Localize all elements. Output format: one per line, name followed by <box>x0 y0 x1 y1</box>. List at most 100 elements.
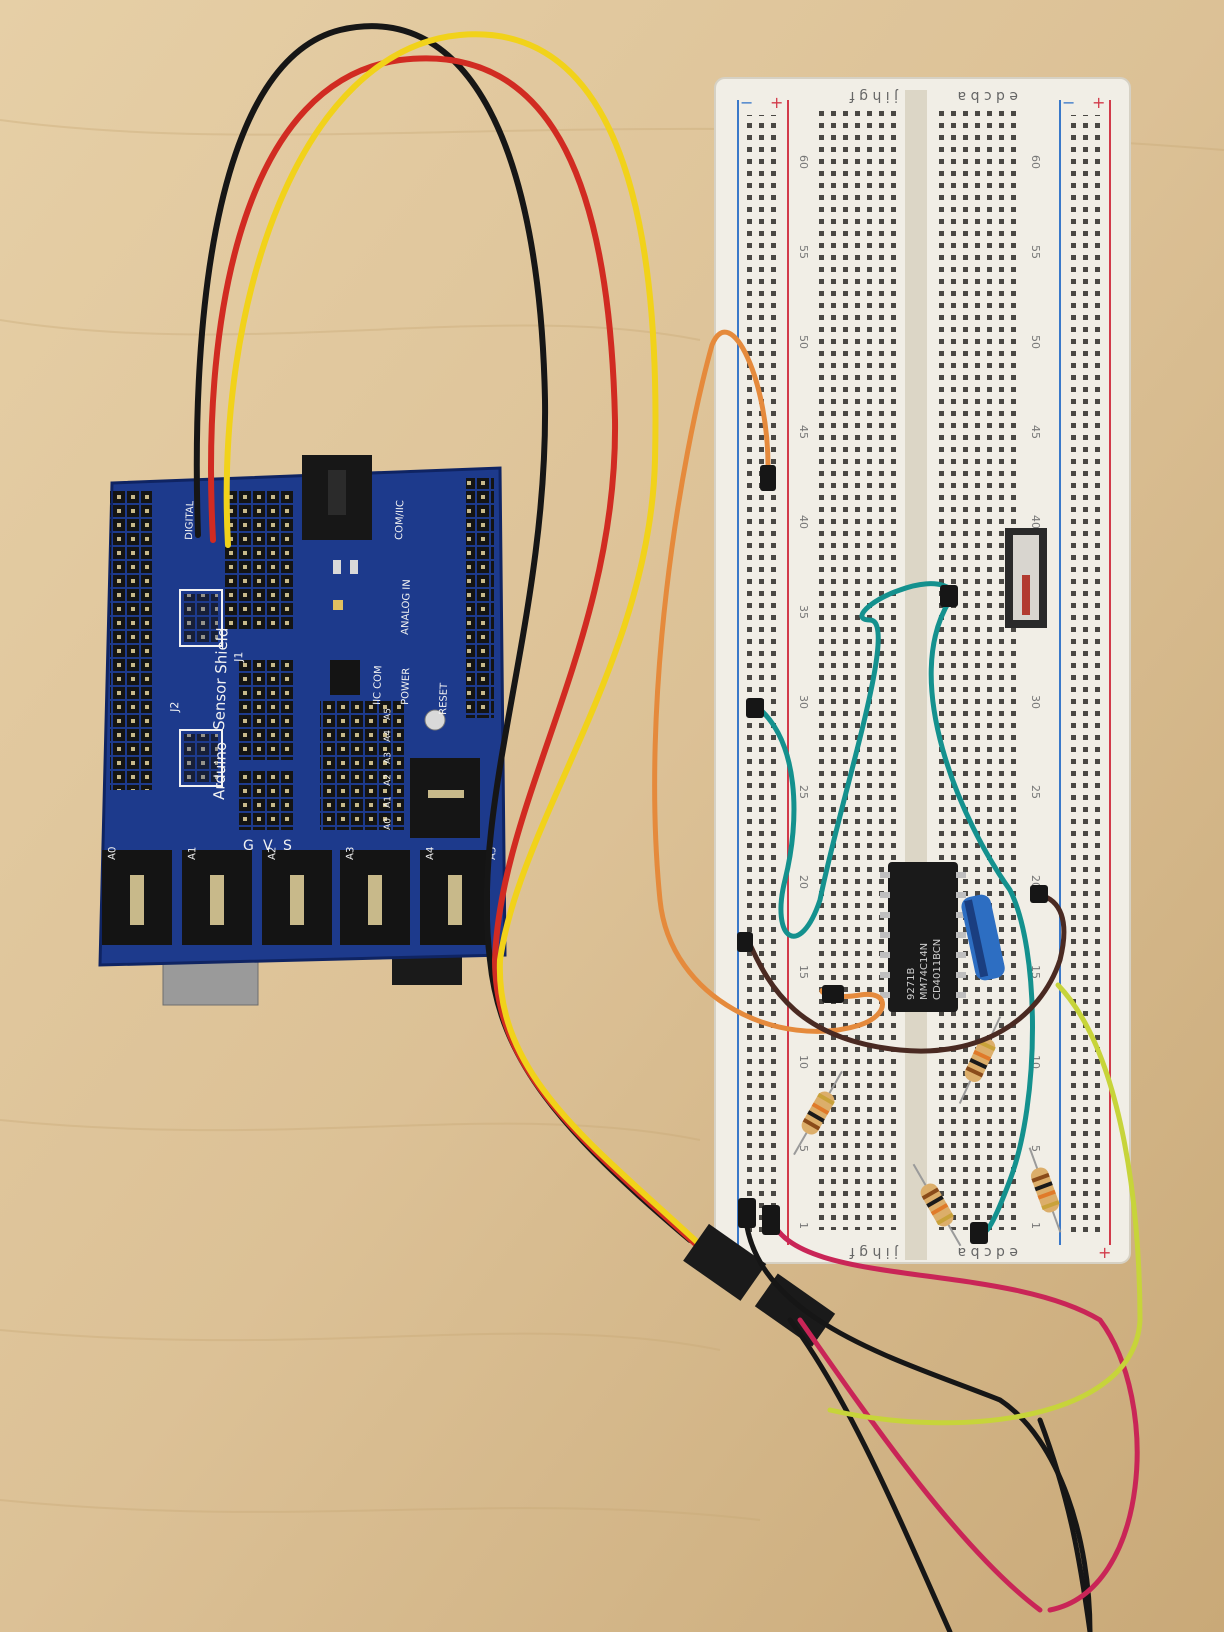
resistors <box>793 1016 1062 1247</box>
com-iic-label: COM/IIC <box>394 500 406 540</box>
port-label: A4 <box>425 847 436 861</box>
j1-label: J1 <box>232 651 245 663</box>
ic-marking-1: CD4011BCN <box>932 939 943 1000</box>
j2-label: J2 <box>168 701 181 713</box>
col-letters-right-bottom: e d c b a <box>958 1244 1018 1260</box>
row-number: 5 <box>797 1145 810 1152</box>
digital-header-left <box>110 490 152 790</box>
gvs-g-label: G <box>243 838 254 854</box>
j1-pins <box>184 594 218 642</box>
analog-pin-label: A0 <box>383 818 393 830</box>
wire-lime-bb <box>827 982 1143 1426</box>
row-number: 55 <box>1029 245 1042 259</box>
resistor <box>793 1070 843 1156</box>
capacitor <box>961 894 1005 981</box>
smd-component <box>350 560 358 574</box>
port-pin <box>290 875 304 925</box>
row-number: 1 <box>1029 1222 1042 1229</box>
row-number: 35 <box>797 605 810 619</box>
gvs-pins-mid <box>238 660 294 760</box>
row-number: 30 <box>1029 695 1042 709</box>
port-pin <box>448 875 462 925</box>
row-number: 30 <box>797 695 810 709</box>
row-number: 10 <box>797 1055 810 1069</box>
cable-connector-2 <box>754 1273 836 1347</box>
jumper-block <box>330 660 360 695</box>
row-number: 40 <box>1029 515 1042 529</box>
row-numbers: 60 55 50 45 40 35 30 25 20 15 10 5 1 60 … <box>797 155 1042 1229</box>
resistor <box>912 1163 962 1247</box>
wire-teal-1 <box>752 581 955 939</box>
wire-black-out <box>787 1317 953 1632</box>
analog-pin-label: A5 <box>383 708 393 720</box>
rail-plus-bottom-right: + <box>1098 1243 1111 1262</box>
gvs-pins-analog <box>320 700 404 830</box>
analog-pin-label: A2 <box>383 774 393 786</box>
center-channel <box>905 90 927 1260</box>
wire-teal-2 <box>928 597 1035 1235</box>
shield-brand-label: Arduino <box>210 741 230 800</box>
arduino-sensor-shield[interactable]: Arduino Sensor Shield DIGITAL COM/IIC AN… <box>98 455 507 1006</box>
wire-orange <box>652 329 885 1034</box>
analog-port-connectors <box>102 850 490 945</box>
cable-connector <box>683 1223 767 1301</box>
com-socket-slot <box>328 470 346 515</box>
reset-label: RESET <box>438 682 450 715</box>
row-number: 60 <box>797 155 810 169</box>
wire-pink-bb <box>767 1212 1140 1613</box>
wire-brown <box>745 892 1067 1054</box>
wire-plug-ends <box>737 465 1048 1244</box>
ic-marking-2: MM74C14N <box>919 943 930 1000</box>
analog-pin-label: A4 <box>383 730 393 742</box>
wire-black-bb <box>742 1207 1093 1632</box>
analog-header-right <box>466 478 494 718</box>
row-number: 20 <box>797 875 810 889</box>
port-pin <box>368 875 382 925</box>
row-number: 40 <box>797 515 810 529</box>
ic-chip: CD4011BCN MM74C14N 9271B <box>880 862 966 1012</box>
power-jack <box>392 955 462 985</box>
ic-pins <box>880 872 966 998</box>
analog-pin-label: A3 <box>383 752 393 764</box>
reset-button[interactable] <box>424 709 446 731</box>
wire-yellow-cable <box>223 31 715 1259</box>
col-letters-right-top: e d c b a <box>958 88 1018 104</box>
gvs-pins-top <box>225 490 295 630</box>
wire-red-out <box>797 1317 1043 1613</box>
row-number: 1 <box>797 1222 810 1229</box>
analog-in-label: ANALOG IN <box>400 579 413 635</box>
row-number: 5 <box>1029 1145 1042 1152</box>
wire-navy-out <box>1037 1417 1093 1632</box>
gvs-pins-low <box>238 770 294 830</box>
port-pin <box>130 875 144 925</box>
left-rail-holes <box>745 115 781 1235</box>
ic-marking-3: 9271B <box>906 968 917 1000</box>
row-number: 25 <box>1029 785 1042 799</box>
rail-minus-top-right: − <box>1062 93 1075 112</box>
row-number: 50 <box>1029 335 1042 349</box>
right-rail-holes <box>1067 115 1103 1235</box>
row-number: 50 <box>797 335 810 349</box>
iic-com-label: IIC COM <box>372 665 384 705</box>
row-number: 45 <box>797 425 810 439</box>
digital-label: DIGITAL <box>184 500 196 540</box>
push-switch[interactable] <box>1005 528 1047 628</box>
power-label: POWER <box>400 668 412 705</box>
left-terminal-holes <box>813 110 897 1230</box>
breadboard[interactable]: − + − + + j i h g f e d c b a j i h g f … <box>714 77 1131 1264</box>
port-label: A3 <box>345 847 356 861</box>
port-label: A5 <box>487 847 498 861</box>
col-letters-left-bottom: j i h g f <box>849 1244 899 1260</box>
col-letters-left-top: j i h g f <box>849 88 899 104</box>
shield-name-label: Sensor Shield <box>210 627 232 730</box>
rail-plus-top-right: + <box>1092 93 1105 112</box>
rail-minus-top-left: − <box>740 93 753 112</box>
row-number: 60 <box>1029 155 1042 169</box>
silkscreen-labels: Arduino Sensor Shield DIGITAL COM/IIC AN… <box>107 500 498 860</box>
smd-component <box>333 560 341 574</box>
wires <box>193 23 1143 1632</box>
analog-pin-label: A1 <box>383 796 393 808</box>
gvs-s-label: S <box>283 838 292 854</box>
analog-connector-pins <box>428 790 464 798</box>
